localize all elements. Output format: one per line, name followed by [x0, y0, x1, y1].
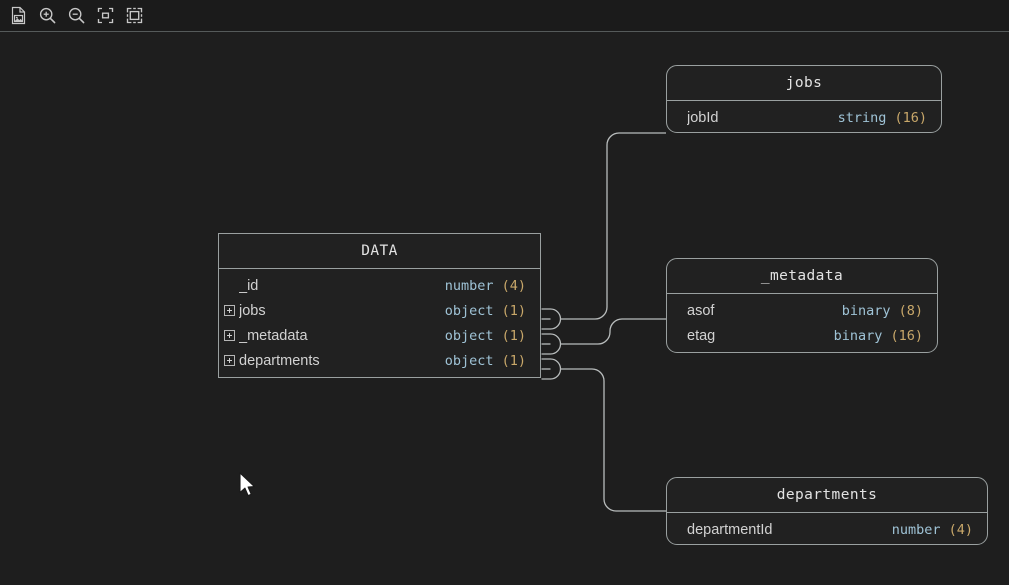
field-type: number (4) [891, 521, 973, 538]
mouse-pointer [239, 472, 255, 497]
export-image-icon[interactable] [5, 3, 32, 29]
field-row[interactable]: _id number (4) [219, 273, 540, 298]
expand-plus-icon[interactable] [223, 305, 235, 316]
fit-to-window-icon[interactable] [92, 3, 119, 29]
entity-fields-departments: departmentId number (4) [667, 513, 987, 548]
field-expand-cell[interactable] [219, 330, 239, 341]
entity-title-departments: departments [667, 478, 987, 513]
field-type: binary (8) [841, 302, 923, 319]
field-name: jobId [687, 109, 719, 126]
field-cardinality: (1) [501, 327, 526, 344]
entity-jobs[interactable]: jobs jobId string (16) [666, 65, 942, 133]
field-cardinality: (4) [948, 521, 973, 538]
connector-data-jobs [541, 132, 666, 330]
entity-fields-metadata: asof binary (8) etag binary (16) [667, 294, 937, 354]
zoom-out-icon[interactable] [63, 3, 90, 29]
zoom-in-icon[interactable] [34, 3, 61, 29]
field-row[interactable]: etag binary (16) [667, 323, 937, 348]
toolbar [0, 0, 1009, 32]
field-name: _id [239, 277, 259, 294]
field-type: object (1) [444, 327, 526, 344]
field-expand-cell[interactable] [219, 305, 239, 316]
field-cardinality: (4) [501, 277, 526, 294]
field-row[interactable]: departments object (1) [219, 348, 540, 373]
entity-title-jobs: jobs [667, 66, 941, 101]
field-row[interactable]: departmentId number (4) [667, 517, 987, 542]
field-type: binary (16) [833, 327, 923, 344]
field-row[interactable]: jobId string (16) [667, 105, 941, 130]
field-type: number (4) [444, 277, 526, 294]
field-row[interactable]: asof binary (8) [667, 298, 937, 323]
field-name: _metadata [239, 327, 308, 344]
field-expand-cell[interactable] [219, 355, 239, 366]
actual-size-icon[interactable] [121, 3, 148, 29]
connector-data-metadata [541, 318, 666, 355]
expand-plus-icon[interactable] [223, 355, 235, 366]
entity-title-metadata: _metadata [667, 259, 937, 294]
field-row[interactable]: jobs object (1) [219, 298, 540, 323]
field-cardinality: (16) [890, 327, 923, 344]
field-type: object (1) [444, 352, 526, 369]
field-name: etag [687, 327, 716, 344]
field-cardinality: (1) [501, 302, 526, 319]
field-row[interactable]: _metadata object (1) [219, 323, 540, 348]
expand-plus-icon[interactable] [223, 330, 235, 341]
field-type: object (1) [444, 302, 526, 319]
field-name: jobs [239, 302, 266, 319]
field-type: string (16) [837, 109, 927, 126]
connector-data-departments [541, 358, 666, 512]
entity-fields-jobs: jobId string (16) [667, 101, 941, 136]
field-name: departmentId [687, 521, 773, 538]
field-cardinality: (1) [501, 352, 526, 369]
field-cardinality: (8) [898, 302, 923, 319]
field-name: asof [687, 302, 715, 319]
field-cardinality: (16) [894, 109, 927, 126]
entity-departments[interactable]: departments departmentId number (4) [666, 477, 988, 545]
entity-title-data: DATA [219, 234, 540, 269]
field-name: departments [239, 352, 320, 369]
